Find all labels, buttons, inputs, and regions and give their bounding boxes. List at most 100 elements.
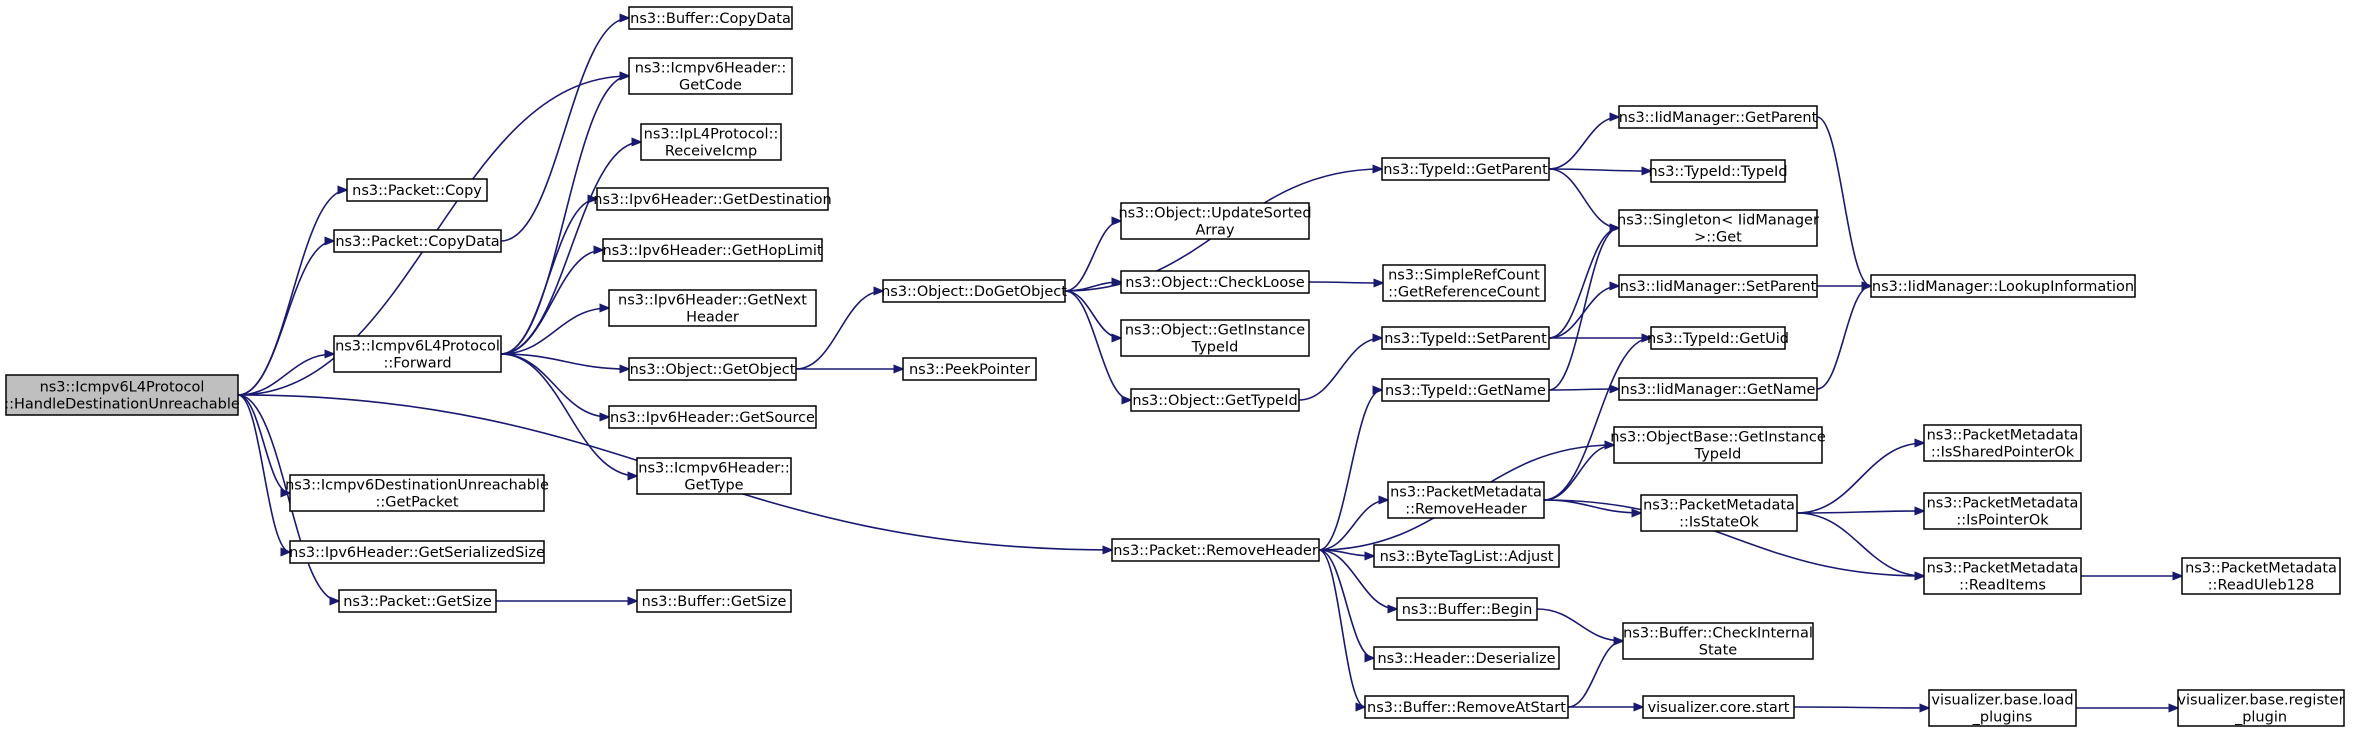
graph-node[interactable]: ns3::IidManager::LookupInformation <box>1870 274 2136 298</box>
node-box <box>1622 622 1814 660</box>
graph-node[interactable]: ns3::Ipv6Header::GetDestination <box>593 187 832 211</box>
call-edge <box>237 354 334 396</box>
call-edge <box>500 199 597 355</box>
graph-node[interactable]: ns3::IidManager::GetName <box>1618 377 1818 401</box>
graph-node[interactable]: ns3::SimpleRefCount::GetReferenceCount <box>1382 264 1546 302</box>
graph-node[interactable]: ns3::Header::Deserialize <box>1373 646 1560 670</box>
node-box <box>1618 274 1818 298</box>
node-box <box>1640 494 1798 532</box>
node-box <box>1618 377 1818 401</box>
call-edge <box>1318 549 1374 658</box>
graph-node[interactable]: ns3::Object::GetTypeId <box>1130 388 1300 412</box>
graph-node[interactable]: ns3::Icmpv6L4Protocol::Forward <box>333 335 502 373</box>
graph-node[interactable]: ns3::Icmpv6Header::GetCode <box>628 57 793 95</box>
call-edge <box>1536 608 1623 641</box>
graph-node[interactable]: ns3::Icmpv6L4Protocol::HandleDestination… <box>4 374 240 416</box>
graph-node[interactable]: ns3::IidManager::GetParent <box>1618 105 1818 129</box>
node-label: ::RemoveHeader <box>1405 502 1526 518</box>
node-label: ns3::IidManager::GetParent <box>1619 110 1818 126</box>
node-box <box>333 335 502 373</box>
node-label: ::GetReferenceCount <box>1388 285 1540 301</box>
graph-node[interactable]: ns3::TypeId::GetName <box>1381 378 1550 402</box>
node-label: ns3::Buffer::CopyData <box>630 11 791 27</box>
node-box <box>1381 157 1550 181</box>
graph-node[interactable]: ns3::Icmpv6DestinationUnreachable::GetPa… <box>285 474 549 512</box>
call-edge <box>1816 286 1871 390</box>
graph-node[interactable]: ns3::Ipv6Header::GetSerializedSize <box>289 540 545 564</box>
graph-node[interactable]: ns3::Packet::Copy <box>346 178 488 202</box>
call-edge <box>237 241 334 396</box>
graph-node[interactable]: visualizer.base.register_plugin <box>2177 689 2345 727</box>
node-label: ns3::Header::Deserialize <box>1377 651 1555 667</box>
node-box <box>628 357 797 381</box>
graph-node[interactable]: ns3::PacketMetadata::IsPointerOk <box>1923 492 2082 530</box>
node-label: ns3::Ipv6Header::GetNext <box>618 293 807 309</box>
call-edge <box>1548 169 1651 171</box>
node-label: ns3::IidManager::SetParent <box>1620 279 1817 295</box>
node-box <box>1120 202 1310 240</box>
graph-node[interactable]: ns3::Object::GetObject <box>628 357 797 381</box>
node-box <box>2181 557 2341 595</box>
node-label: ns3::IidManager::GetName <box>1621 382 1816 398</box>
graph-node[interactable]: ns3::TypeId::GetUid <box>1647 326 1789 350</box>
node-box <box>1382 264 1546 302</box>
graph-node[interactable]: ns3::PacketMetadata::IsStateOk <box>1640 494 1798 532</box>
call-edge <box>1298 338 1382 401</box>
node-box <box>1373 544 1560 568</box>
graph-node[interactable]: ns3::Singleton< IidManager>::Get <box>1617 209 1819 247</box>
graph-node[interactable]: visualizer.core.start <box>1642 695 1795 719</box>
graph-node[interactable]: ns3::TypeId::GetParent <box>1381 157 1550 181</box>
node-box <box>1130 388 1300 412</box>
graph-node[interactable]: ns3::Ipv6Header::GetSource <box>608 405 817 429</box>
node-label: ::Forward <box>383 356 451 372</box>
graph-node[interactable]: ns3::Object::CheckLoose <box>1120 270 1310 294</box>
node-label: Header <box>686 310 739 326</box>
graph-node[interactable]: ns3::PacketMetadata::RemoveHeader <box>1387 481 1545 519</box>
node-box <box>1923 424 2082 462</box>
graph-node[interactable]: ns3::PacketMetadata::IsSharedPointerOk <box>1923 424 2082 462</box>
node-label: ns3::Ipv6Header::GetSerializedSize <box>289 545 545 561</box>
call-edge <box>1548 228 1619 339</box>
call-edge <box>1308 282 1383 283</box>
node-box <box>1111 538 1320 562</box>
node-label: ns3::Object::CheckLoose <box>1125 275 1304 291</box>
graph-node[interactable]: ns3::Buffer::Begin <box>1396 597 1538 621</box>
graph-node[interactable]: ns3::Packet::CopyData <box>333 229 502 253</box>
call-edge <box>1318 390 1382 551</box>
graph-node[interactable]: ns3::IidManager::SetParent <box>1618 274 1818 298</box>
node-label: _plugins <box>1972 710 2033 726</box>
node-label: visualizer.core.start <box>1648 700 1790 716</box>
graph-node[interactable]: ns3::TypeId::SetParent <box>1381 326 1550 350</box>
graph-node[interactable]: ns3::Ipv6Header::GetHopLimit <box>602 238 823 262</box>
node-label: ns3::Object::GetInstance <box>1125 323 1305 339</box>
call-edge <box>1548 389 1619 390</box>
node-label: ns3::Icmpv6Header:: <box>635 61 786 77</box>
graph-node[interactable]: ns3::PacketMetadata::ReadItems <box>1923 557 2082 595</box>
graph-node[interactable]: visualizer.base.load_plugins <box>1928 689 2077 727</box>
graph-node[interactable]: ns3::Packet::GetSize <box>338 589 497 613</box>
graph-node[interactable]: ns3::Packet::RemoveHeader <box>1111 538 1320 562</box>
node-box <box>608 405 817 429</box>
graph-node[interactable]: ns3::Buffer::CopyData <box>628 6 793 30</box>
node-box <box>1381 378 1550 402</box>
graph-node[interactable]: ns3::IpL4Protocol::ReceiveIcmp <box>640 123 782 161</box>
graph-node[interactable]: ns3::PacketMetadata::ReadUleb128 <box>2181 557 2341 595</box>
node-label: ns3::SimpleRefCount <box>1388 268 1540 284</box>
graph-node[interactable]: ns3::PeekPointer <box>902 357 1037 381</box>
graph-node[interactable]: ns3::Icmpv6Header::GetType <box>636 457 792 495</box>
graph-node[interactable]: ns3::Buffer::GetSize <box>636 589 792 613</box>
node-label: ns3::Icmpv6L4Protocol <box>40 380 205 396</box>
graph-node[interactable]: ns3::TypeId::TypeId <box>1648 159 1788 183</box>
graph-node[interactable]: ns3::Object::DoGetObject <box>881 279 1067 303</box>
call-edge <box>1543 445 1614 501</box>
node-box <box>1650 159 1786 183</box>
graph-node[interactable]: ns3::Buffer::RemoveAtStart <box>1364 695 1569 719</box>
node-label: TypeId <box>1694 447 1742 463</box>
graph-node[interactable]: ns3::ByteTagList::Adjust <box>1373 544 1560 568</box>
node-label: ns3::Icmpv6Header:: <box>638 461 789 477</box>
